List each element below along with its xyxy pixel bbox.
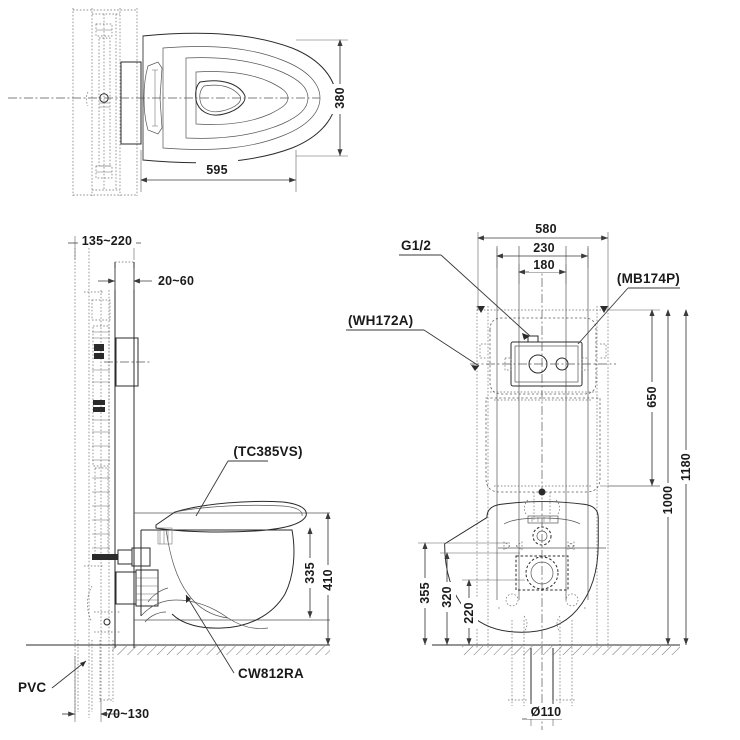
dim-label-135-220: 135~220 (82, 234, 132, 248)
dim-label-diameter-110: Ø110 (531, 705, 562, 719)
side-view-connections (92, 547, 159, 633)
front-view-dim-230: 230 (496, 240, 589, 268)
dim-label-595: 595 (206, 163, 227, 177)
top-view-dim-380: 380 (296, 39, 349, 157)
top-view-connector (120, 61, 142, 145)
side-view-flush-outlet (104, 337, 152, 387)
top-view-dim-595: 595 (140, 150, 297, 192)
dim-label-355: 355 (418, 582, 432, 603)
front-view-dim-355: 355 (417, 542, 510, 645)
side-view-dim-20-60: 20~60 (98, 268, 194, 290)
dim-label-1000: 1000 (661, 486, 675, 515)
dim-label-335: 335 (303, 562, 317, 583)
side-view-pvc-pipe (87, 585, 93, 623)
label-g12-text: G1/2 (401, 238, 431, 253)
dim-label-230: 230 (533, 241, 554, 255)
label-tc385vs: (TC385VS) (195, 444, 302, 517)
dim-label-410: 410 (321, 569, 335, 590)
side-view-frame (74, 248, 135, 718)
front-view-dim-580: 580 (477, 220, 609, 310)
front-view-dim-diameter-110: Ø110 (522, 700, 565, 726)
top-view-wall-frame (72, 8, 138, 196)
label-wh172a: (WH172A) (346, 313, 480, 371)
side-view-dim-135-220: 135~220 (68, 232, 141, 260)
dim-label-580: 580 (535, 222, 556, 236)
label-tc385vs-text: (TC385VS) (233, 444, 302, 459)
label-mb174p: (MB174P) (577, 271, 680, 345)
front-view-cistern (479, 317, 607, 520)
label-mb174p-text: (MB174P) (617, 271, 680, 286)
dim-label-20-60: 20~60 (158, 274, 194, 288)
dim-label-220: 220 (462, 602, 476, 623)
front-view-dim-180: 180 (518, 257, 567, 284)
side-view-group: 135~220 20~60 335 410 (18, 232, 337, 722)
label-pvc-text: PVC (18, 680, 46, 695)
front-view-group: 580 230 180 (346, 220, 695, 730)
dim-label-1180: 1180 (679, 453, 693, 481)
front-view-frame-outline (476, 246, 609, 730)
label-pvc: PVC (18, 660, 87, 695)
label-wh172a-text: (WH172A) (348, 313, 413, 328)
dim-label-380: 380 (333, 87, 347, 108)
dim-label-70-130: 70~130 (106, 707, 149, 721)
dim-label-180: 180 (533, 258, 554, 272)
side-view-dim-70-130: 70~130 (62, 656, 149, 722)
front-view-dim-320: 320 (439, 552, 520, 645)
label-g12: G1/2 (399, 238, 531, 340)
front-view-dim-1180: 1180 (678, 309, 695, 645)
top-view-group: 595 380 (8, 8, 349, 196)
front-view-dim-1000: 1000 (600, 309, 677, 645)
front-view-flush-plate (470, 335, 616, 387)
front-view-dim-650: 650 (608, 309, 661, 487)
label-cw812ra: CW812RA (185, 594, 304, 681)
side-view-toilet-profile (140, 500, 307, 629)
front-view-floor (432, 644, 680, 655)
side-view-dim-335: 335 (302, 527, 319, 618)
dim-label-650: 650 (645, 386, 659, 407)
side-view-floor (26, 644, 330, 655)
side-view-dim-410: 410 (320, 512, 337, 645)
front-view-dim-220: 220 (461, 579, 525, 645)
dim-label-320: 320 (440, 586, 454, 607)
label-cw812ra-text: CW812RA (238, 666, 304, 681)
